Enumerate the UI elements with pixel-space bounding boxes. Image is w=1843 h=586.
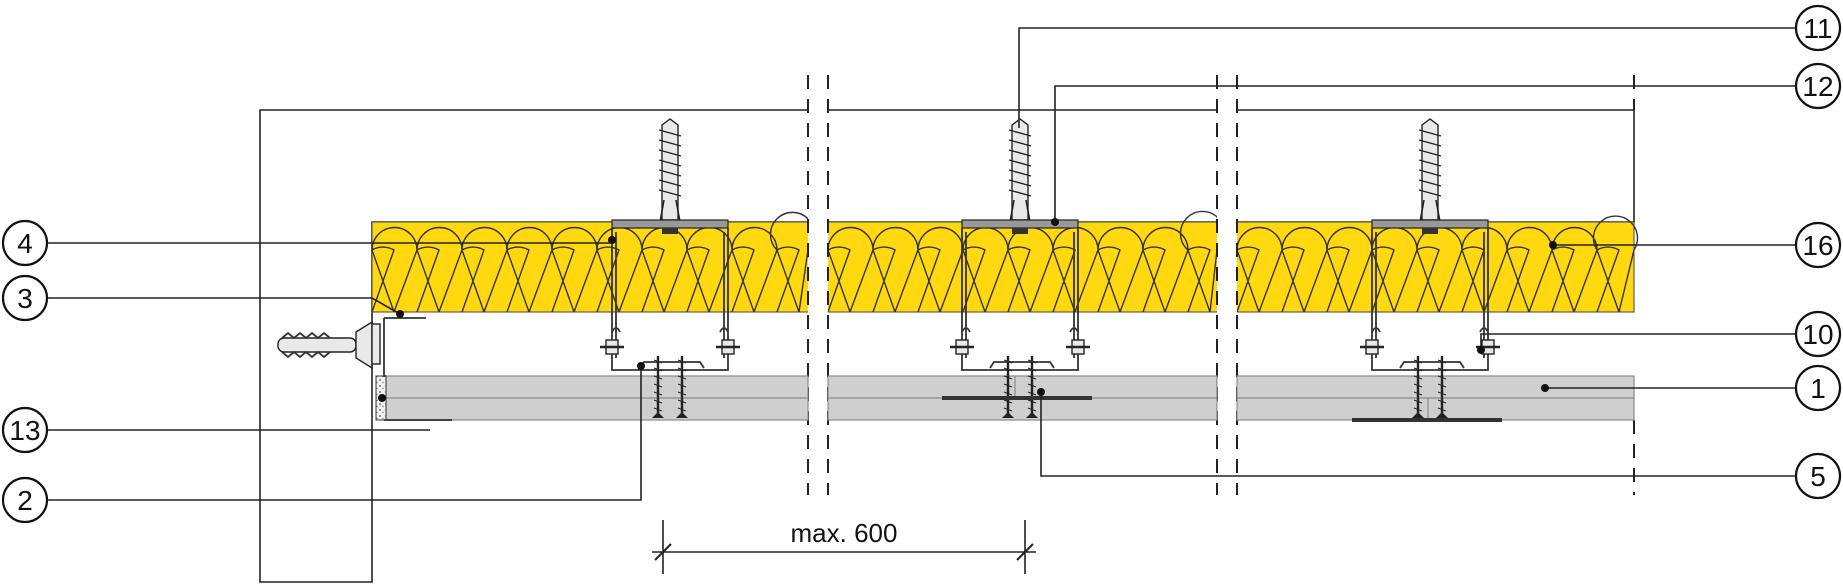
hanger-arms <box>961 228 1079 362</box>
spacing-dimension: max. 600 <box>652 518 1036 574</box>
hanger-arms <box>1371 228 1489 362</box>
callout-2: 2 <box>1 476 49 524</box>
hanger-bracket <box>950 118 1090 418</box>
callout-16-label: 16 <box>1802 230 1833 261</box>
base-plate <box>1371 219 1489 229</box>
base-plate <box>611 219 729 229</box>
callout-13-label: 13 <box>9 415 40 446</box>
callout-5-label: 5 <box>1810 461 1826 492</box>
hanger-bracket <box>1360 118 1500 418</box>
insulation-wave <box>827 210 1226 313</box>
ceiling-profile <box>1371 361 1489 371</box>
callout-4: 4 <box>1 219 49 267</box>
section-breaks <box>807 70 1635 495</box>
dimension-label: max. 600 <box>791 518 898 548</box>
hanger-assemblies <box>600 118 1500 418</box>
callout-11: 11 <box>1794 4 1842 52</box>
board-joint-strips <box>942 396 1502 422</box>
insulation-wave <box>1236 215 1639 313</box>
callout-12-label: 12 <box>1802 71 1833 102</box>
hanger-bracket <box>600 118 740 418</box>
base-plate <box>961 219 1079 229</box>
callout-11-label: 11 <box>1803 13 1832 44</box>
callout-3-label: 3 <box>17 283 33 314</box>
callout-3: 3 <box>1 274 49 322</box>
hanger-arms <box>611 228 729 362</box>
callout-12: 12 <box>1794 62 1842 110</box>
insulation-layer <box>371 210 1639 313</box>
leader-dots <box>378 218 1557 402</box>
ceiling-profile <box>611 361 729 371</box>
ceiling-profile <box>961 361 1079 371</box>
callout-4-label: 4 <box>17 228 33 259</box>
callout-13: 13 <box>1 406 49 454</box>
insulation-scallops <box>371 210 1639 313</box>
callout-10: 10 <box>1794 310 1842 358</box>
callout-10-label: 10 <box>1802 319 1833 350</box>
callout-1-label: 1 <box>1810 373 1826 404</box>
callout-5: 5 <box>1794 452 1842 500</box>
callout-16: 16 <box>1794 221 1842 269</box>
callout-2-label: 2 <box>17 485 33 516</box>
perimeter-profile <box>277 317 452 421</box>
callout-1: 1 <box>1794 364 1842 412</box>
